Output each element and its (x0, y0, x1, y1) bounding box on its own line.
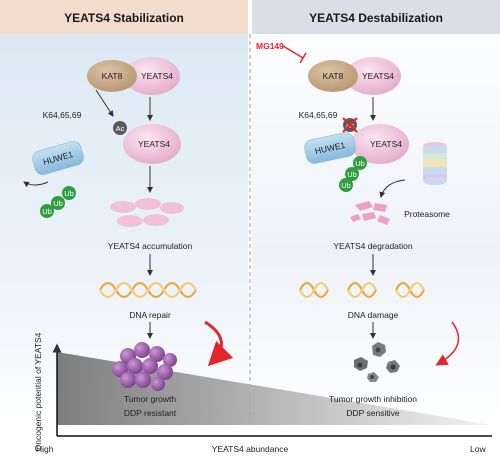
right-outcome-2: DDP sensitive (346, 408, 399, 418)
left-ub-1-label: Ub (64, 189, 74, 198)
proteasome-label: Proteasome (404, 209, 450, 219)
right-red-arrow (435, 321, 460, 366)
header-right-bg (252, 0, 500, 34)
dying-cells (354, 342, 400, 382)
left-red-arrow (204, 320, 234, 367)
header-right: YEATS4 Destabilization (309, 11, 443, 25)
left-sites-label: K64,65,69 (43, 110, 82, 120)
left-accumulation-label: YEATS4 accumulation (108, 241, 193, 251)
left-yeats4-cluster (110, 198, 184, 227)
right-inhibitor-label: MG149 (256, 41, 284, 51)
left-arrow-acetyl (95, 89, 114, 117)
left-ub-2-label: Ub (53, 199, 63, 208)
right-ub-1-label: Ub (355, 159, 365, 168)
right-arrow-to-degradation (379, 179, 406, 198)
right-ub-2-label: Ub (347, 170, 357, 179)
right-dna-helix-broken (299, 281, 425, 299)
x-axis-title: YEATS4 abundance (212, 444, 289, 454)
left-ub-2 (51, 196, 65, 210)
right-kat8-node (308, 60, 358, 92)
x-axis-low: Low (470, 444, 486, 454)
left-dna-helix (99, 281, 197, 299)
right-yeats4-mid-label: YEATS4 (370, 139, 402, 149)
right-ac-blocked-x (342, 117, 358, 133)
right-yeats4-top-node (345, 57, 401, 95)
left-huwe1-release-arrow (23, 181, 49, 188)
left-dna-label: DNA repair (129, 310, 171, 320)
left-yeats4-mid-label: YEATS4 (138, 139, 170, 149)
left-ac-mark (113, 121, 127, 135)
left-outcome-2: DDP resistant (124, 408, 177, 418)
right-inhibitor-bar (299, 52, 307, 64)
left-ub-1 (62, 186, 76, 200)
y-axis-label: Oncogenic potential of YEATS4 (33, 332, 43, 451)
right-inhibitor-line (282, 45, 304, 59)
header-left-bg (0, 0, 248, 34)
left-yeats4-top-node (124, 57, 180, 95)
right-yeats4-top-label: YEATS4 (362, 71, 394, 81)
header-left: YEATS4 Stabilization (64, 11, 184, 25)
left-kat8-node (87, 60, 137, 92)
left-outcome-1: Tumor growth (124, 394, 176, 404)
left-huwe1-node (32, 141, 84, 175)
right-dna-label: DNA damage (348, 310, 399, 320)
right-yeats4-mid-node (351, 124, 409, 164)
tumor-cluster (112, 342, 177, 391)
x-axis-high: High (36, 444, 54, 454)
right-sites-label: K64,65,69 (299, 110, 338, 120)
left-ub-3-label: Ub (42, 207, 52, 216)
proteasome-icon (423, 142, 447, 185)
right-yeats4-fragments (350, 201, 390, 225)
left-ub-3 (40, 204, 54, 218)
right-kat8-label: KAT8 (323, 71, 344, 81)
left-ac-label: Ac (116, 124, 125, 133)
right-degradation-label: YEATS4 degradation (333, 241, 412, 251)
right-ub-3 (339, 178, 353, 192)
left-yeats4-mid-node (123, 124, 181, 164)
right-huwe1-node (304, 132, 356, 164)
right-ub-3-label: Ub (341, 181, 351, 190)
left-kat8-label: KAT8 (102, 71, 123, 81)
right-outcome-1: Tumor growth inhibition (329, 394, 417, 404)
right-ub-1 (353, 156, 367, 170)
left-yeats4-top-label: YEATS4 (141, 71, 173, 81)
right-ub-2 (345, 167, 359, 181)
